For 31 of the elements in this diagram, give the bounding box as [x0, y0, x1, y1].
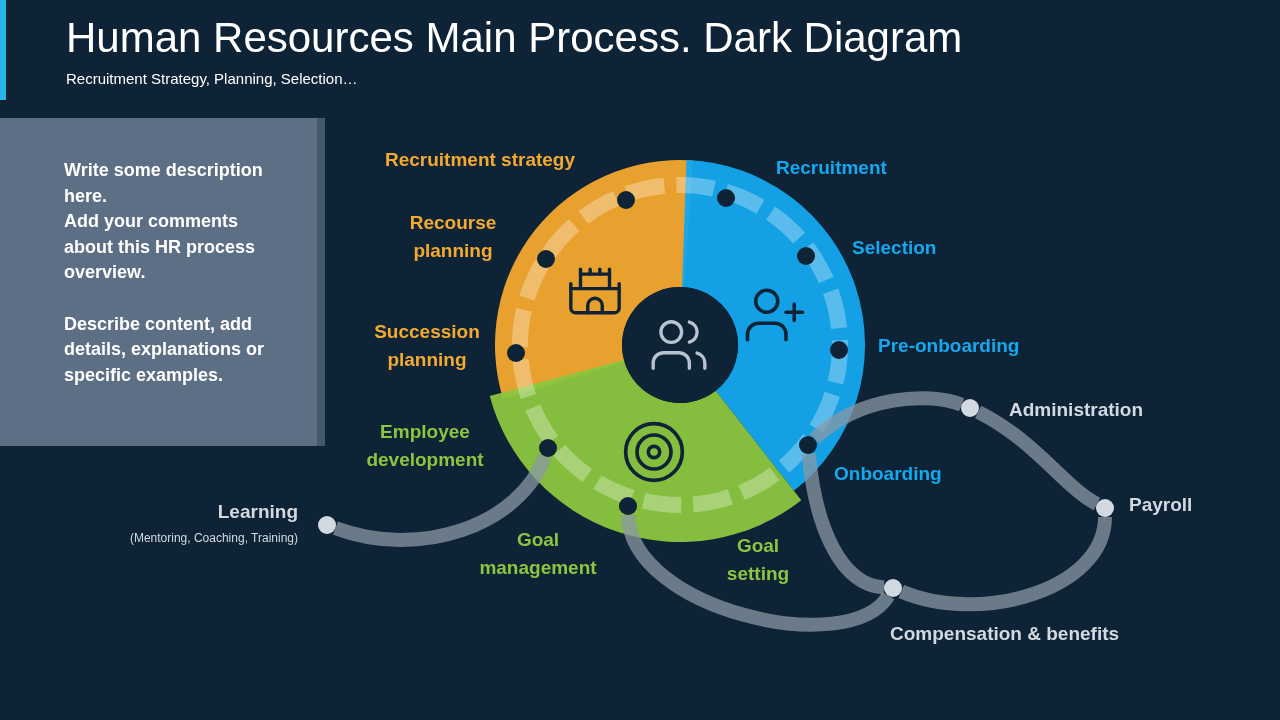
step-label: Recourse planning — [408, 211, 498, 263]
description-text: Describe content, add details, explanations or specific examples. — [64, 312, 266, 387]
step-label: Goal setting — [725, 534, 791, 586]
step-dot — [318, 516, 336, 534]
connector-band — [621, 513, 894, 632]
title: Human Resources Main Process. Dark Diagram — [66, 14, 963, 62]
step-label: Goal management — [478, 528, 598, 580]
step-label: Selection — [852, 236, 938, 260]
step-label: Payroll — [1129, 493, 1194, 517]
connector-band — [809, 391, 964, 445]
step-label: Succession planning — [373, 320, 481, 372]
connector-band — [974, 405, 1101, 511]
step-label: Learning — [216, 500, 298, 524]
connector-band — [899, 516, 1112, 612]
step-dot — [884, 579, 902, 597]
step-dot — [1096, 499, 1114, 517]
step-note: (Mentoring, Coaching, Training) — [128, 530, 298, 547]
step-label: Compensation & benefits — [890, 622, 1121, 646]
step-label: Pre-onboarding — [878, 334, 1021, 358]
step-label: Administration — [1009, 398, 1145, 422]
step-label: Onboarding — [834, 462, 943, 486]
step-dot — [961, 399, 979, 417]
step-label: Recruitment — [776, 156, 888, 180]
connector-band — [801, 453, 886, 595]
step-label: Recruitment strategy — [383, 148, 577, 172]
description-text: Write some description here. — [64, 159, 264, 208]
step-label: Employee development — [365, 420, 485, 472]
subtitle: Recruitment Strategy, Planning, Selection… — [66, 69, 359, 89]
description-panel — [0, 118, 325, 446]
description-text: Add your comments about this HR process overview. — [64, 210, 257, 285]
connector-band — [333, 453, 552, 547]
